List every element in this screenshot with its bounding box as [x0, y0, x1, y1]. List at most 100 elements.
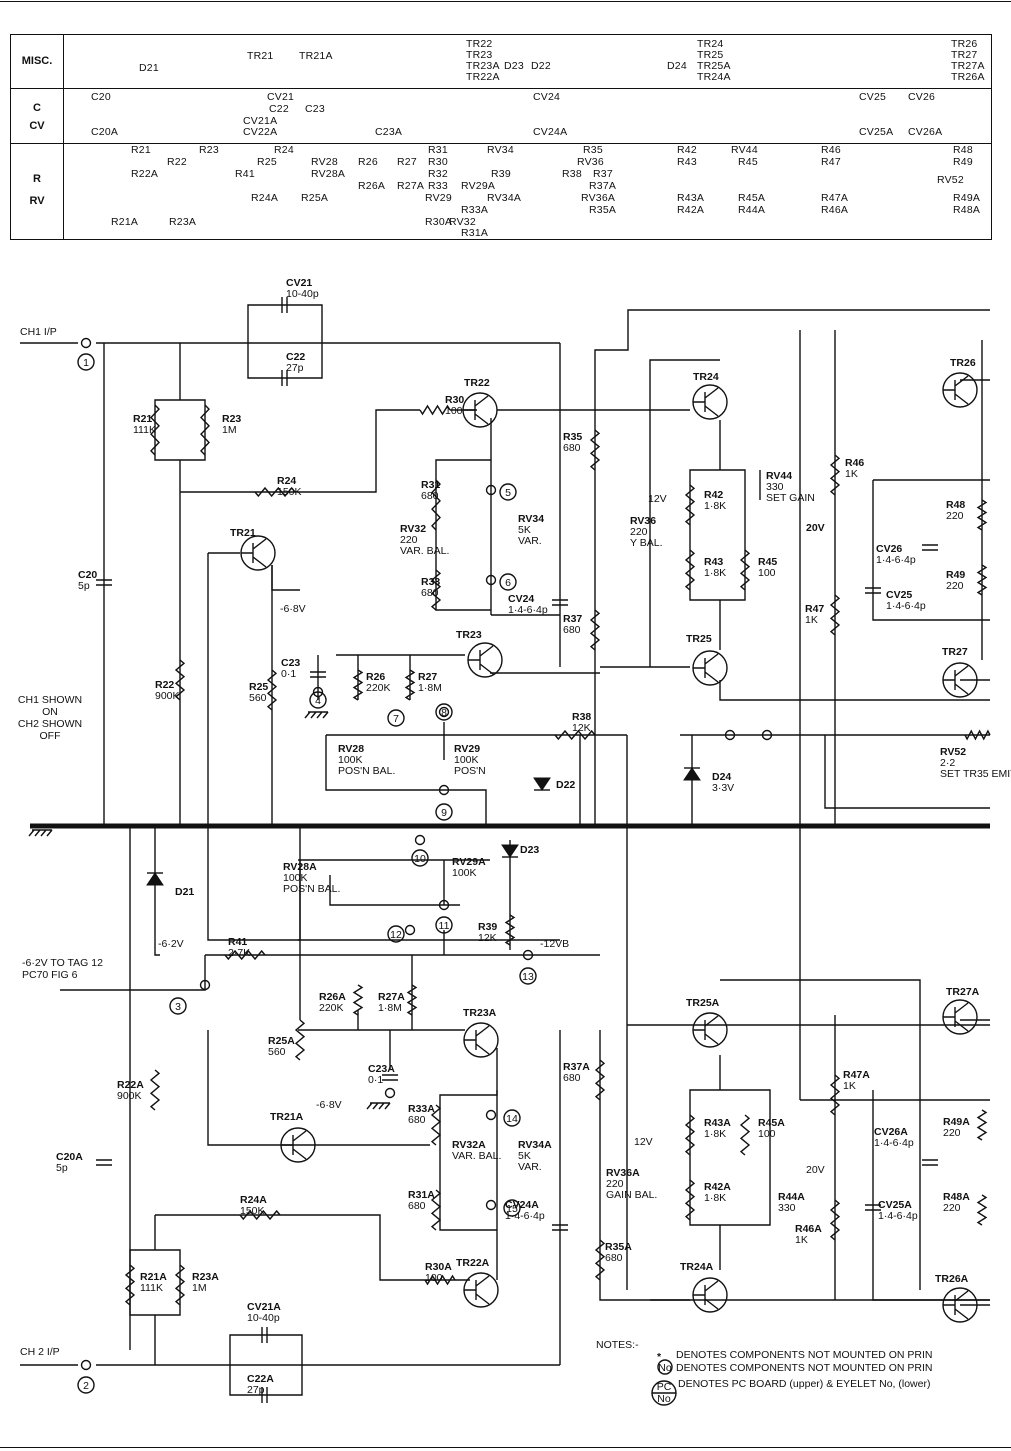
component-value-label: 330 [778, 1202, 796, 1214]
component-ref-label: R30 [445, 394, 464, 406]
external-output-line: -6·2V TO TAG 12 [22, 957, 103, 969]
legend-item: C20A [91, 126, 119, 138]
switch-note-line: CH1 SHOWN [18, 694, 82, 706]
resistor-symbol [684, 1179, 696, 1221]
component-ref-label: R21 [133, 413, 152, 425]
component-value-label: 5p [78, 580, 90, 592]
component-value-label: 111K [133, 424, 156, 436]
component-note-label: VAR. [518, 535, 542, 547]
component-value-label: 680 [605, 1252, 623, 1264]
eyelet-number: 5 [505, 487, 511, 499]
legend-item: RV32 [449, 216, 476, 228]
component-ref-label: RV28A [283, 861, 317, 873]
resistor-symbol [150, 404, 160, 456]
rail-minus68-label: -6·8V [316, 1099, 342, 1111]
transistor-symbol [464, 1275, 490, 1305]
component-note-label: SET TR35 EMITTER VOLTS [940, 768, 1011, 780]
eyelet-marker [499, 483, 517, 501]
component-value-label: 2·2 [940, 757, 955, 769]
legend-item: CV25A [859, 126, 894, 138]
eyelet-marker [411, 849, 429, 867]
legend-head-label: MISC. [21, 55, 53, 67]
legend-item: R49 [953, 156, 973, 168]
component-value-label: 1·8K [704, 567, 726, 579]
eyelet-number: 14 [506, 1113, 518, 1125]
legend-item: RV44 [731, 144, 758, 156]
wire [154, 826, 160, 956]
eyelet-number: 2 [83, 1380, 89, 1392]
legend-item: R38 [562, 168, 582, 180]
diode-symbol [146, 872, 164, 886]
component-ref-label: R48A [943, 1191, 970, 1203]
resistor-symbol [976, 1109, 988, 1141]
wire [824, 735, 990, 809]
component-ref-label: R22 [155, 679, 174, 691]
wire [329, 875, 460, 906]
eyelet-marker [77, 353, 95, 371]
legend-item: R23A [169, 216, 197, 228]
resistor-symbol [504, 914, 516, 946]
legend-item: R27A [397, 180, 425, 192]
eyelet-number: 3 [175, 1001, 181, 1013]
capacitor-symbol [96, 1159, 112, 1166]
legend-item: CV26A [908, 126, 943, 138]
legend-item: R24A [251, 192, 279, 204]
legend-item: TR25 [697, 49, 724, 61]
component-value-label: 220 [606, 1178, 624, 1190]
resistor-symbol [554, 729, 596, 741]
component-ref-label: R27 [418, 671, 437, 683]
transistor-label: TR22 [464, 377, 490, 389]
rail-minus12vb-label: -12VB [540, 938, 569, 950]
component-ref-label: RV32 [400, 523, 426, 535]
eyelet-symbol [724, 729, 736, 741]
resistor-symbol [149, 1069, 161, 1111]
legend-item: RV36A [581, 192, 616, 204]
component-ref-label: R27A [378, 991, 405, 1003]
legend-item: R27 [397, 156, 417, 168]
legend-item: RV52 [937, 174, 964, 186]
component-ref-label: R45 [758, 556, 777, 568]
component-ref-label: CV24A [505, 1199, 539, 1211]
component-value-label: 100K [338, 754, 363, 766]
component-note-label: POS'N BAL. [283, 883, 340, 895]
component-value-label: 27p [247, 1384, 265, 1396]
component-value-label: 100 [425, 1272, 443, 1284]
component-ref-label: C22A [247, 1373, 274, 1385]
component-value-label: 1·4-6·4p [505, 1210, 545, 1222]
notes-no-symbol [657, 1359, 673, 1375]
component-note-label: VAR. BAL. [452, 1150, 501, 1162]
ch1-input-label: CH1 I/P [20, 326, 57, 338]
legend-item: R31 [428, 144, 448, 156]
capacitor-symbol [96, 579, 112, 586]
resistor-symbol [829, 1199, 841, 1241]
legend-item: R33 [428, 180, 448, 192]
legend-item: R49A [953, 192, 981, 204]
diode-symbol [533, 777, 551, 791]
component-value-label: 27p [286, 362, 304, 374]
rail-12v-label: 12V [648, 493, 667, 505]
component-value-label: 220K [366, 682, 391, 694]
transistor-symbol [468, 645, 494, 675]
capacitor-symbol [281, 370, 288, 386]
transistor-label: TR23 [456, 629, 482, 641]
eyelet-symbol [80, 337, 92, 349]
legend-head-label: R [33, 173, 41, 185]
legend-item: R45 [738, 156, 758, 168]
notes-star-text: DENOTES COMPONENTS NOT MOUNTED ON PRIN [676, 1349, 933, 1361]
component-value-label: 5K [518, 1150, 531, 1162]
transistor-label: TR27 [942, 646, 968, 658]
component-ref-label: R42 [704, 489, 723, 501]
legend-item: D21 [139, 62, 159, 74]
legend-item: RV28 [311, 156, 338, 168]
component-ref-label: CV25A [878, 1199, 912, 1211]
legend-item: R46 [821, 144, 841, 156]
eyelet-symbol [438, 784, 450, 796]
wire [719, 680, 990, 701]
legend-item: CV25 [859, 91, 887, 103]
wire [229, 1334, 303, 1396]
component-ref-label: CV21 [286, 277, 312, 289]
resistor-symbol [430, 569, 442, 611]
component-value-label: 1·8K [704, 1192, 726, 1204]
transistor-label: TR21 [230, 527, 256, 539]
component-ref-label: C23A [368, 1063, 395, 1075]
